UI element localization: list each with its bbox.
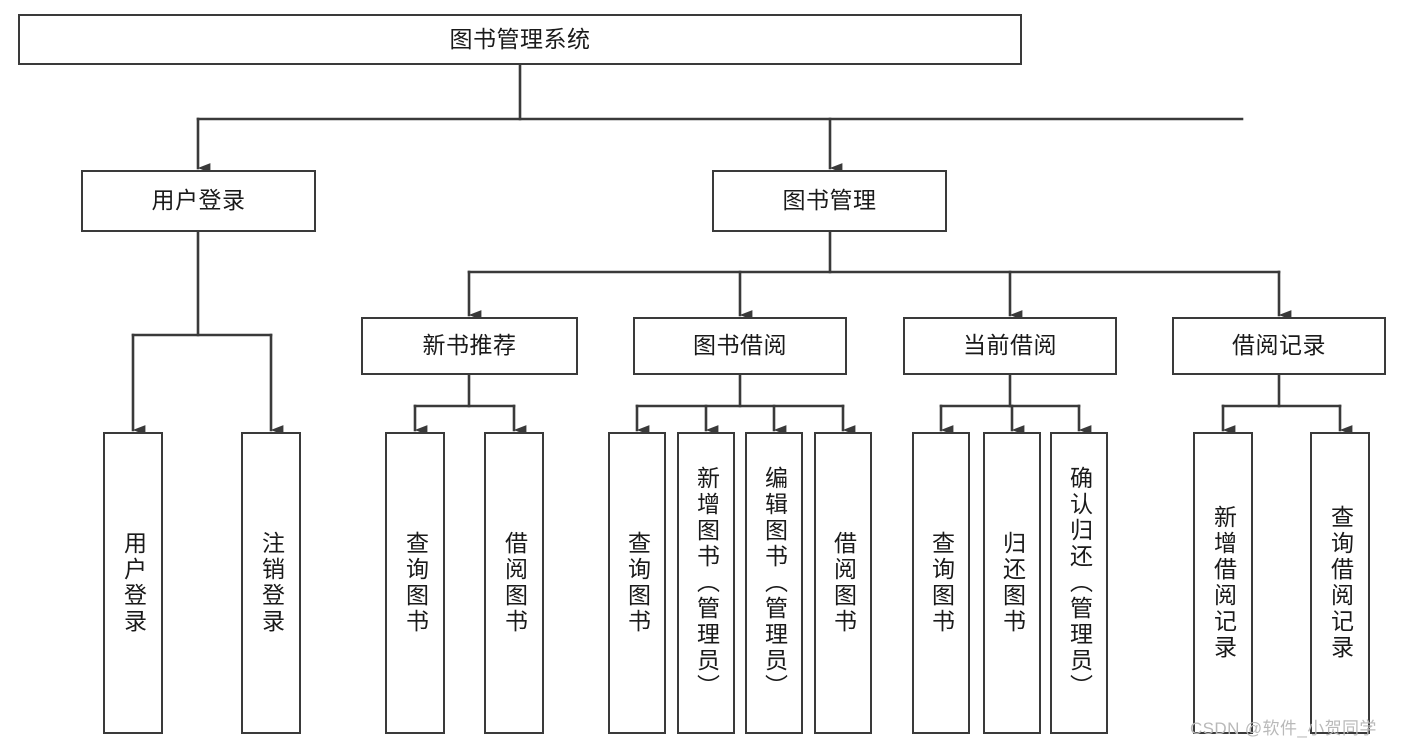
leaf-add-book-admin[interactable]: 新增图书（管理员） — [677, 432, 735, 734]
leaf-borrow-book-recommend[interactable]: 借阅图书 — [484, 432, 544, 734]
leaf-borrow-book-label: 借阅图书 — [830, 531, 857, 635]
leaf-query-book-borrow-label: 查询图书 — [624, 531, 651, 635]
leaf-confirm-return-admin[interactable]: 确认归还（管理员） — [1050, 432, 1108, 734]
node-borrow-record[interactable]: 借阅记录 — [1172, 317, 1386, 375]
leaf-query-book-recommend[interactable]: 查询图书 — [385, 432, 445, 734]
csdn-watermark: CSDN @软件_小贺同学 — [1190, 719, 1377, 738]
node-current-borrow-label: 当前借阅 — [963, 332, 1057, 359]
leaf-logout[interactable]: 注销登录 — [241, 432, 301, 734]
leaf-query-borrow-record-label: 查询借阅记录 — [1327, 505, 1354, 661]
leaf-add-borrow-record-label: 新增借阅记录 — [1210, 505, 1237, 661]
leaf-user-login-label: 用户登录 — [120, 531, 147, 635]
leaf-query-book-current[interactable]: 查询图书 — [912, 432, 970, 734]
leaf-logout-label: 注销登录 — [258, 531, 285, 635]
leaf-edit-book-admin-label: 编辑图书（管理员） — [761, 466, 788, 700]
leaf-query-borrow-record[interactable]: 查询借阅记录 — [1310, 432, 1370, 734]
node-book-borrow[interactable]: 图书借阅 — [633, 317, 847, 375]
leaf-add-borrow-record[interactable]: 新增借阅记录 — [1193, 432, 1253, 734]
node-book-management-label: 图书管理 — [782, 187, 877, 214]
leaf-borrow-book[interactable]: 借阅图书 — [814, 432, 872, 734]
leaf-query-book-current-label: 查询图书 — [928, 531, 955, 635]
leaf-confirm-return-admin-label: 确认归还（管理员） — [1066, 466, 1093, 700]
leaf-return-book[interactable]: 归还图书 — [983, 432, 1041, 734]
leaf-return-book-label: 归还图书 — [999, 531, 1026, 635]
leaf-add-book-admin-label: 新增图书（管理员） — [693, 466, 720, 700]
node-root[interactable]: 图书管理系统 — [18, 14, 1022, 65]
leaf-query-book-borrow[interactable]: 查询图书 — [608, 432, 666, 734]
node-book-borrow-label: 图书借阅 — [693, 332, 787, 359]
leaf-edit-book-admin[interactable]: 编辑图书（管理员） — [745, 432, 803, 734]
leaf-borrow-book-recommend-label: 借阅图书 — [501, 531, 528, 635]
node-current-borrow[interactable]: 当前借阅 — [903, 317, 1117, 375]
node-new-book-recommend-label: 新书推荐 — [422, 332, 517, 359]
leaf-query-book-recommend-label: 查询图书 — [402, 531, 429, 635]
node-book-management[interactable]: 图书管理 — [712, 170, 947, 232]
node-borrow-record-label: 借阅记录 — [1232, 332, 1326, 359]
node-new-book-recommend[interactable]: 新书推荐 — [361, 317, 578, 375]
node-user-login-label: 用户登录 — [151, 187, 246, 214]
leaf-user-login[interactable]: 用户登录 — [103, 432, 163, 734]
node-root-label: 图书管理系统 — [449, 25, 591, 52]
node-user-login[interactable]: 用户登录 — [81, 170, 316, 232]
